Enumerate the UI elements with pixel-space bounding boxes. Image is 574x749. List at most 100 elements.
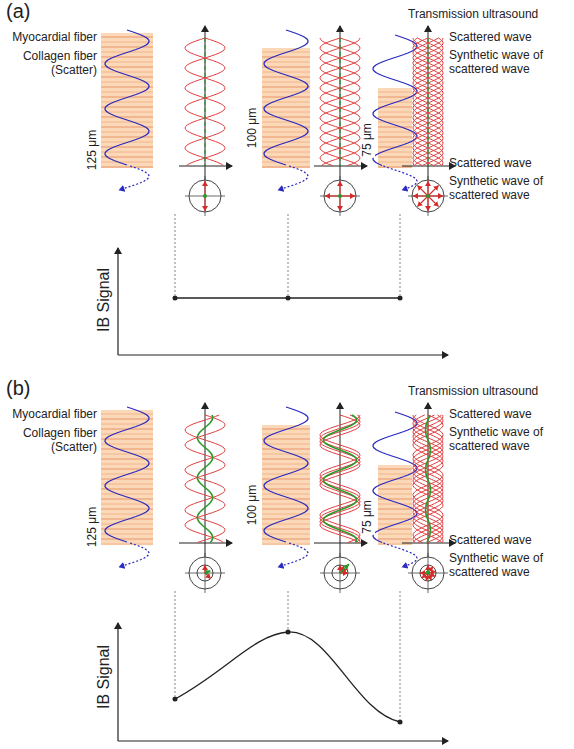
guide-line — [175, 591, 176, 696]
guide-line — [175, 214, 176, 295]
synthetic-wave — [427, 38, 428, 166]
scattered-wave — [413, 38, 443, 166]
collagen-fiber — [101, 132, 153, 133]
phasor-arrow — [427, 196, 428, 211]
scattered-wave — [413, 415, 443, 543]
collagen-fiber — [101, 454, 153, 455]
collagen-fiber — [378, 92, 412, 93]
scattered-wave — [185, 415, 225, 543]
phasor-arrow — [413, 195, 428, 196]
collagen-fiber — [101, 92, 153, 93]
axis-arrow — [402, 543, 455, 544]
collagen-fiber — [101, 424, 153, 425]
scattered-wave — [413, 415, 443, 543]
phasor-arrow — [325, 195, 340, 196]
data-point — [398, 296, 403, 301]
collagen-fiber — [378, 142, 412, 143]
data-point — [286, 630, 291, 635]
synthetic-wave — [204, 38, 205, 166]
callout-label: Synthetic wave of scattered wave — [449, 49, 549, 77]
collagen-fiber — [101, 469, 153, 470]
collagen-fiber — [378, 167, 412, 168]
collagen-fiber — [101, 524, 153, 525]
collagen-fiber — [262, 62, 310, 63]
data-point — [398, 720, 403, 725]
collagen-fiber — [378, 122, 412, 123]
collagen-fiber — [378, 489, 412, 490]
phasor-arrow — [339, 181, 340, 196]
callout-label: Scattered wave — [449, 408, 532, 422]
synthetic-phasor — [338, 194, 342, 198]
synthetic-phasor — [205, 571, 210, 573]
guide-line — [288, 591, 289, 629]
collagen-fiber — [378, 132, 412, 133]
collagen-fiber — [378, 157, 412, 158]
phasor-circle — [324, 180, 356, 212]
scattered-wave — [413, 415, 443, 543]
scattered-wave — [320, 415, 360, 543]
dimension-label: 75 μm — [361, 499, 375, 535]
collagen-fiber — [101, 529, 153, 530]
collagen-fiber — [262, 132, 310, 133]
collagen-fiber — [262, 107, 310, 108]
collagen-fiber — [262, 152, 310, 153]
collagen-fiber — [101, 47, 153, 48]
collagen-fiber — [378, 494, 412, 495]
collagen-fiber — [378, 499, 412, 500]
scattered-wave — [320, 38, 360, 166]
collagen-fiber — [101, 87, 153, 88]
collagen-fiber — [378, 509, 412, 510]
panel-label: (b) — [6, 377, 30, 400]
collagen-fiber — [262, 157, 310, 158]
collagen-fiber — [101, 509, 153, 510]
scattered-wave — [413, 415, 443, 543]
scattered-wave — [185, 415, 225, 543]
collagen-fiber — [262, 444, 310, 445]
scattered-wave — [320, 38, 360, 166]
scattered-wave — [320, 415, 360, 543]
collagen-fiber — [262, 434, 310, 435]
collagen-fiber — [262, 102, 310, 103]
collagen-fiber — [101, 479, 153, 480]
collagen-fiber — [262, 539, 310, 540]
collagen-fiber — [101, 57, 153, 58]
dimension-label: 125 μm — [86, 506, 100, 548]
axis-arrow — [340, 403, 341, 557]
synthetic-phasor — [426, 194, 430, 198]
collagen-fiber — [378, 534, 412, 535]
collagen-fiber — [378, 519, 412, 520]
collagen-fiber — [378, 162, 412, 163]
x-axis — [118, 354, 448, 355]
scattered-wave — [413, 415, 443, 543]
scattered-wave — [413, 415, 443, 543]
collagen-fiber — [101, 152, 153, 153]
y-axis — [117, 248, 118, 355]
collagen-fiber — [262, 544, 310, 545]
myocardial-block — [378, 88, 412, 168]
collagen-fiber — [101, 162, 153, 163]
data-point — [286, 296, 291, 301]
phasor-circle — [412, 180, 444, 212]
phasor-arrow — [417, 185, 428, 196]
myocardial-block — [101, 33, 153, 168]
collagen-fiber — [101, 72, 153, 73]
collagen-fiber — [101, 434, 153, 435]
callout-label: Collagen fiber (Scatter) — [5, 50, 97, 78]
myocardial-block — [262, 48, 310, 168]
collagen-fiber — [378, 539, 412, 540]
phasor-arrow — [417, 196, 428, 207]
collagen-fiber — [262, 122, 310, 123]
phasor-arrow — [428, 195, 443, 196]
collagen-fiber — [262, 479, 310, 480]
transmission-wave — [105, 407, 149, 542]
axis-arrow — [205, 26, 206, 180]
callout-label: Myocardial fiber — [12, 31, 97, 45]
axis-label: IB Signal — [95, 644, 113, 710]
scattered-wave — [413, 415, 443, 543]
axis-arrow — [340, 26, 341, 180]
guide-line — [288, 214, 289, 295]
dimension-label: 100 μm — [246, 484, 260, 526]
collagen-fiber — [101, 514, 153, 515]
collagen-fiber — [101, 122, 153, 123]
